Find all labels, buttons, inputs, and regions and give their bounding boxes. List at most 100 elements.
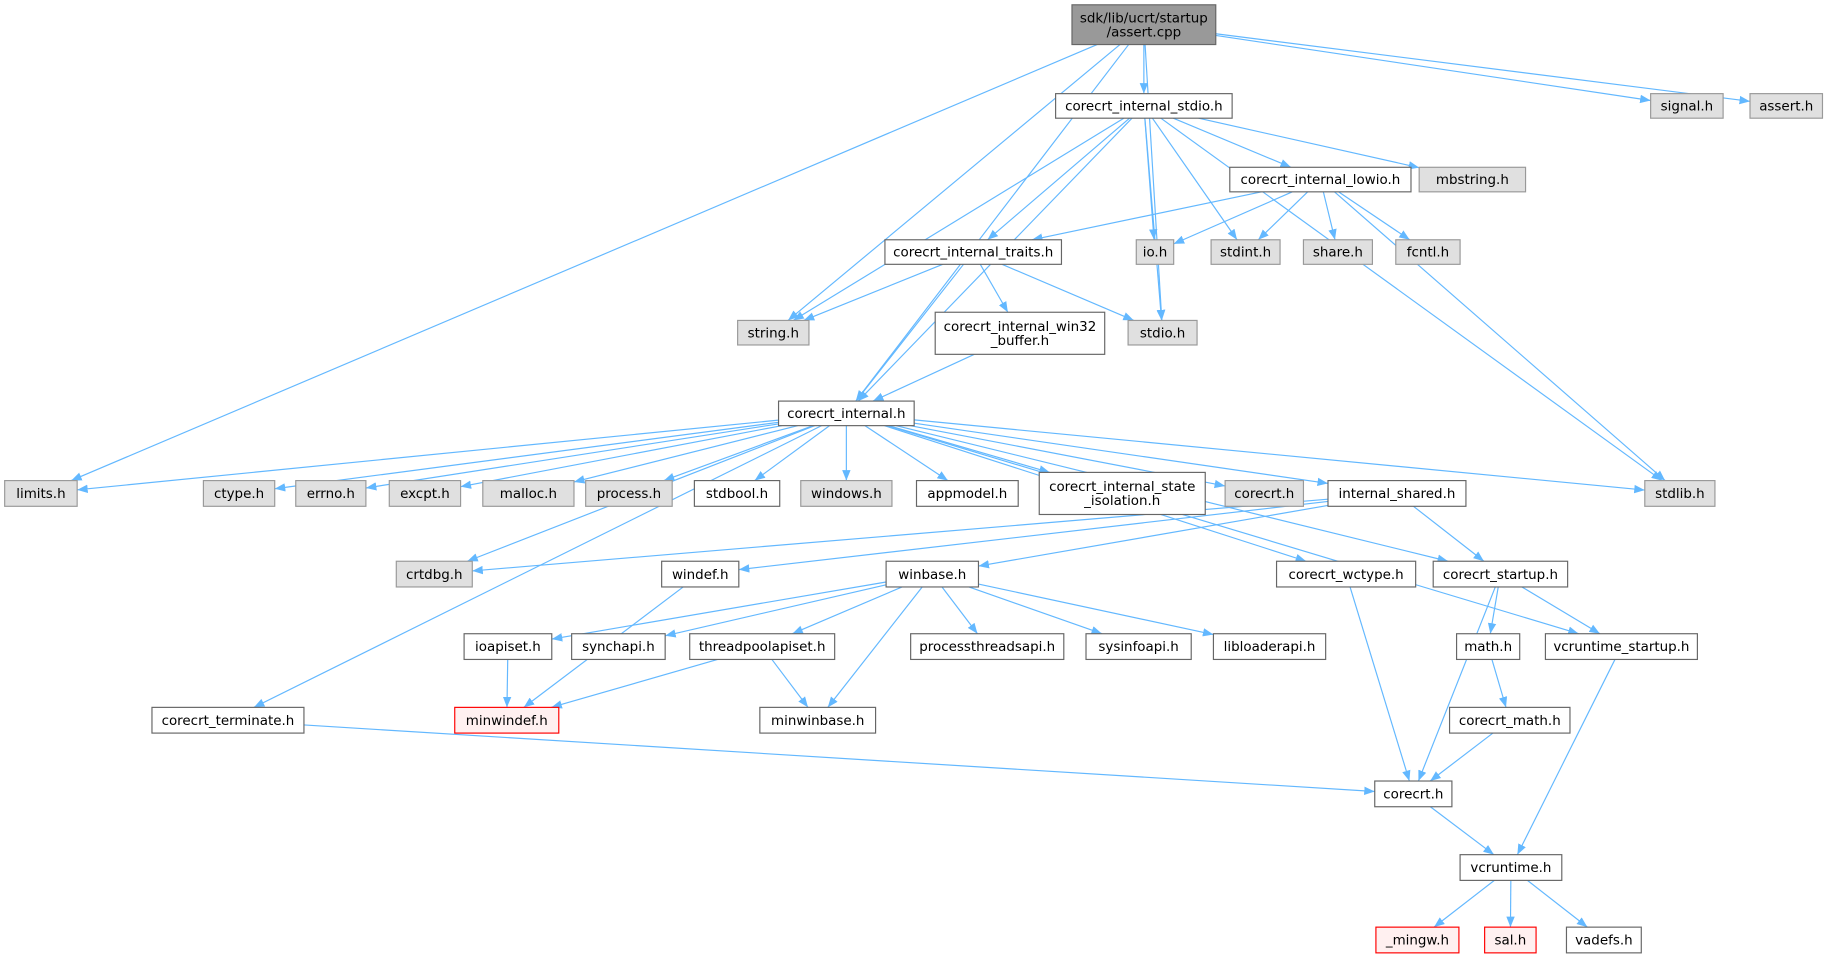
edge-ci-to-ctype <box>274 421 779 492</box>
node-stdlib[interactable]: stdlib.h <box>1644 479 1716 507</box>
node-stdio[interactable]: stdio.h <box>1127 319 1198 346</box>
node-box <box>571 633 666 661</box>
edge-lowio-to-stdint <box>1257 191 1309 241</box>
node-box <box>463 633 553 661</box>
node-corecrt[interactable]: corecrt.h <box>1374 780 1453 808</box>
node-wctype[interactable]: corecrt_wctype.h <box>1275 560 1417 588</box>
node-mingw[interactable]: _mingw.h <box>1375 926 1460 954</box>
edge-traits-to-stdio <box>1001 263 1134 321</box>
node-label: malloc.h <box>500 487 557 502</box>
edge-traits-to-string <box>803 263 943 321</box>
node-box <box>777 400 915 427</box>
node-box <box>693 479 781 507</box>
node-windef[interactable]: windef.h <box>661 560 740 588</box>
node-cmath[interactable]: corecrt_math.h <box>1448 706 1571 734</box>
node-label: corecrt_internal_win32 <box>944 320 1097 335</box>
node-string[interactable]: string.h <box>737 319 810 346</box>
node-sysinfo[interactable]: sysinfoapi.h <box>1085 633 1192 661</box>
node-io[interactable]: io.h <box>1135 239 1175 265</box>
node-label: fcntl.h <box>1407 246 1449 261</box>
node-traits[interactable]: corecrt_internal_traits.h <box>884 239 1063 265</box>
edge-ishared-to-winbase <box>978 504 1329 569</box>
node-vadefs[interactable]: vadefs.h <box>1565 926 1642 954</box>
node-w32buf[interactable]: corecrt_internal_win32_buffer.h <box>934 311 1106 355</box>
node-pthreads[interactable]: processthreadsapi.h <box>910 633 1065 661</box>
node-label: string.h <box>748 326 799 341</box>
node-malloc[interactable]: malloc.h <box>482 479 575 507</box>
edge-cis-to-lowio <box>1173 117 1292 168</box>
node-signal[interactable]: signal.h <box>1650 93 1724 119</box>
edge-traits-to-w32buf <box>979 264 1009 313</box>
node-ishared[interactable]: internal_shared.h <box>1327 479 1467 507</box>
node-label: sal.h <box>1494 934 1526 949</box>
node-label: math.h <box>1464 640 1512 655</box>
node-math[interactable]: math.h <box>1455 633 1521 661</box>
node-box <box>1375 926 1460 954</box>
node-box <box>1229 166 1412 193</box>
node-box <box>1418 166 1527 193</box>
node-ci[interactable]: corecrt_internal.h <box>777 400 915 427</box>
node-label: internal_shared.h <box>1339 487 1456 502</box>
node-label: assert.h <box>1759 100 1813 115</box>
node-ioapiset[interactable]: ioapiset.h <box>463 633 553 661</box>
node-share[interactable]: share.h <box>1302 239 1373 265</box>
node-appmodel[interactable]: appmodel.h <box>915 479 1019 507</box>
node-box <box>202 479 276 507</box>
node-windows[interactable]: windows.h <box>800 479 893 507</box>
edge-winbase-to-synchapi <box>665 584 887 638</box>
node-label: synchapi.h <box>582 640 655 655</box>
node-synchapi[interactable]: synchapi.h <box>571 633 666 661</box>
node-minwinbase[interactable]: minwinbase.h <box>759 706 877 734</box>
node-sal[interactable]: sal.h <box>1484 926 1537 954</box>
node-box <box>1749 93 1824 119</box>
edge-lowio-to-io <box>1173 191 1293 245</box>
node-limits[interactable]: limits.h <box>4 479 78 507</box>
node-minwindef[interactable]: minwindef.h <box>454 706 560 734</box>
node-box <box>1135 239 1175 265</box>
node-box <box>1544 633 1698 661</box>
node-box <box>1275 560 1417 588</box>
node-label: crtdbg.h <box>406 568 463 583</box>
edge-winbase-to-libloader <box>978 583 1214 637</box>
node-fcntl[interactable]: fcntl.h <box>1395 239 1461 265</box>
node-root[interactable]: sdk/lib/ucrt/startup/assert.cpp <box>1071 4 1217 46</box>
node-cis[interactable]: corecrt_internal_stdio.h <box>1055 93 1233 119</box>
edge-cmath-to-corecrt <box>1429 732 1494 782</box>
node-vcruntime[interactable]: vcruntime.h <box>1459 854 1563 881</box>
node-box <box>1210 239 1281 265</box>
node-label: corecrt_internal_traits.h <box>893 246 1053 261</box>
node-box <box>934 311 1106 355</box>
node-startup[interactable]: corecrt_startup.h <box>1432 560 1569 588</box>
node-stateiso[interactable]: corecrt_internal_state_isolation.h <box>1038 471 1206 516</box>
node-crtdbg[interactable]: crtdbg.h <box>395 560 473 588</box>
node-lowio[interactable]: corecrt_internal_lowio.h <box>1229 166 1412 193</box>
node-box <box>1085 633 1192 661</box>
node-libloader[interactable]: libloaderapi.h <box>1212 633 1327 661</box>
node-errno[interactable]: errno.h <box>295 479 367 507</box>
node-stdint[interactable]: stdint.h <box>1210 239 1281 265</box>
node-ctype[interactable]: ctype.h <box>202 479 276 507</box>
node-box <box>689 633 836 661</box>
edge-ci-to-stdlib <box>914 419 1645 494</box>
edge-winbase-to-minwinbase <box>827 586 923 708</box>
node-box <box>151 706 305 734</box>
node-stdbool[interactable]: stdbool.h <box>693 479 781 507</box>
node-asserth[interactable]: assert.h <box>1749 93 1824 119</box>
node-mbstring[interactable]: mbstring.h <box>1418 166 1527 193</box>
node-box <box>800 479 893 507</box>
node-label: winbase.h <box>898 568 966 583</box>
edge-cis-to-stdio <box>1144 118 1165 321</box>
node-vcstartup[interactable]: vcruntime_startup.h <box>1544 633 1698 661</box>
node-winbase[interactable]: winbase.h <box>885 560 980 588</box>
node-terminate[interactable]: corecrt_terminate.h <box>151 706 305 734</box>
edge-ishared-to-windef <box>738 500 1329 573</box>
edge-tpool-to-minwindef <box>551 658 718 709</box>
node-tpool[interactable]: threadpoolapiset.h <box>689 633 836 661</box>
node-box <box>1432 560 1569 588</box>
node-label: threadpoolapiset.h <box>699 640 826 655</box>
node-label: vcruntime_startup.h <box>1553 640 1689 655</box>
node-corecrtg[interactable]: corecrt.h <box>1224 479 1305 507</box>
node-excpt[interactable]: excpt.h <box>388 479 462 507</box>
node-process[interactable]: process.h <box>585 479 673 507</box>
